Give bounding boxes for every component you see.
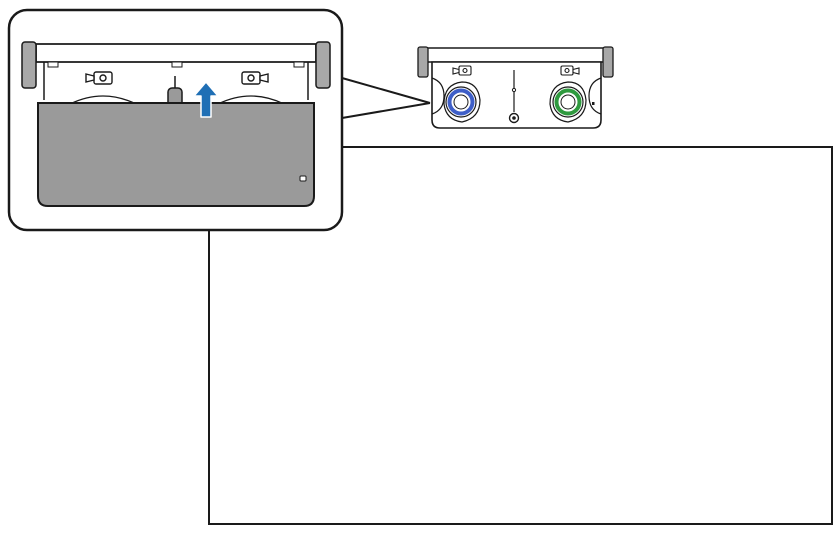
projector-unit: [417, 46, 614, 129]
adjustment-knob-icon: [452, 65, 472, 76]
arrow-up-icon: [193, 81, 219, 118]
left-bracket: [417, 46, 429, 78]
adjustment-knob-icon: [241, 71, 269, 85]
housing-top-rail: [35, 43, 317, 63]
cover-indicator: [299, 175, 307, 182]
right-bracket: [315, 41, 331, 89]
lens-cover: [37, 102, 315, 207]
lens-icon: [443, 81, 481, 123]
right-bracket: [602, 46, 614, 78]
callout-pointer: [341, 77, 431, 119]
left-bracket: [21, 41, 37, 89]
adjustment-knob-icon: [560, 65, 580, 76]
lens-icon: [549, 81, 587, 123]
callout-magnified-view: [7, 8, 344, 232]
adjustment-knob-icon: [85, 71, 113, 85]
